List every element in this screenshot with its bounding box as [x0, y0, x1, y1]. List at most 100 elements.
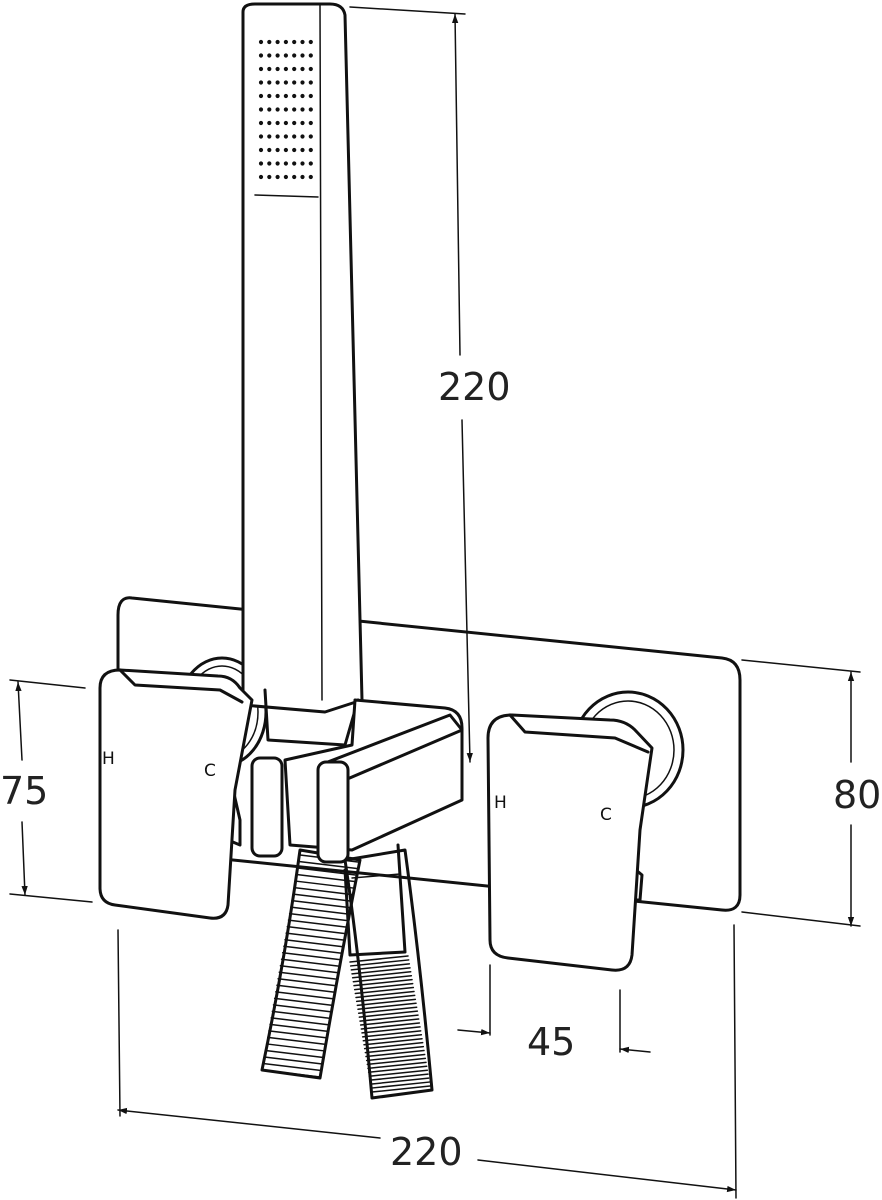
spray-nozzle — [283, 107, 288, 112]
hose-rib — [276, 984, 336, 994]
hose-rib — [352, 974, 413, 983]
spray-nozzle — [308, 174, 313, 180]
hose-rib — [278, 971, 339, 981]
spray-nozzle — [267, 120, 272, 126]
hose-rib — [287, 919, 348, 928]
spray-nozzle — [267, 134, 272, 139]
dimension-handle-height-label: 75 — [0, 769, 48, 813]
hose-rib — [368, 1069, 429, 1077]
spray-nozzle — [300, 66, 305, 72]
spray-nozzle — [283, 53, 288, 58]
hose-rib — [363, 1041, 424, 1050]
spray-nozzle — [308, 80, 313, 85]
spray-nozzle — [258, 66, 264, 72]
hose-rib — [350, 963, 411, 971]
hose-rib — [365, 1049, 425, 1058]
spray-nozzle — [283, 66, 288, 72]
spray-nozzle — [308, 120, 313, 126]
spray-nozzle — [292, 66, 297, 72]
spray-nozzle — [308, 93, 313, 99]
spray-nozzle — [267, 39, 272, 45]
spray-nozzle — [267, 161, 272, 166]
hose-rib — [269, 1023, 329, 1033]
hose-rib — [292, 893, 352, 902]
hose-rib — [361, 1026, 421, 1034]
hose-rib — [353, 982, 414, 991]
spray-nozzle — [258, 39, 264, 45]
spray-nozzle — [292, 120, 297, 126]
left-cold-mark: C — [204, 761, 216, 781]
spray-nozzle — [308, 161, 313, 166]
hand-shower — [241, 2, 364, 747]
hose-rib — [286, 925, 347, 935]
spray-nozzle — [258, 120, 264, 126]
spray-nozzle — [267, 107, 272, 112]
spray-nozzle — [283, 93, 288, 99]
hose-rib — [367, 1061, 427, 1070]
spray-nozzle — [275, 161, 280, 166]
hose-rib — [268, 1030, 328, 1039]
hose-rib — [349, 955, 409, 963]
hose-rib — [267, 1036, 327, 1046]
spray-nozzle — [267, 66, 272, 72]
spray-nozzle — [300, 134, 305, 139]
hose-rib — [363, 1037, 423, 1046]
hose-rib — [290, 906, 350, 915]
hose-rib — [359, 1018, 420, 1026]
spray-nozzle — [258, 174, 264, 180]
spray-nozzle — [308, 39, 313, 45]
hose-rib — [288, 912, 349, 922]
spray-nozzle — [267, 174, 272, 180]
hose-rib — [293, 886, 353, 896]
hose-rib — [262, 1062, 322, 1072]
spray-nozzle — [300, 53, 305, 58]
spray-nozzle — [300, 174, 305, 180]
hose-rib — [279, 965, 340, 974]
hose-rib — [284, 938, 344, 948]
hose-rib — [353, 978, 413, 987]
spray-nozzle — [283, 161, 288, 166]
hose-rib — [349, 959, 410, 967]
spray-nozzle — [283, 120, 288, 126]
spray-nozzle — [308, 53, 313, 58]
hose-rib — [365, 1053, 426, 1062]
hose-rib — [280, 958, 341, 967]
right-handle: H C — [486, 713, 654, 972]
hose-rib — [351, 967, 411, 975]
spray-nozzle — [258, 147, 264, 153]
hose-rib — [362, 1034, 423, 1042]
left-hot-mark: H — [102, 749, 115, 769]
spray-nozzle — [308, 107, 313, 112]
dimension-handle-height: 75 — [0, 679, 93, 903]
dimension-handshower-length: 220 — [349, 6, 511, 763]
hose-rib — [354, 986, 415, 995]
spray-nozzle — [300, 161, 305, 166]
hose-rib — [265, 1043, 326, 1052]
spray-nozzle — [267, 80, 272, 85]
spray-nozzle — [292, 161, 297, 166]
hose-rib — [361, 1030, 422, 1038]
spray-nozzle — [292, 80, 297, 85]
spray-nozzle — [275, 66, 280, 72]
hose-rib — [351, 971, 412, 979]
dimension-plate-height: 80 — [741, 659, 881, 927]
hose-rib — [281, 951, 342, 961]
hose-rib — [291, 899, 351, 909]
spray-nozzle — [300, 147, 305, 153]
hose-rib — [270, 1017, 330, 1026]
hose-rib — [355, 990, 415, 999]
dimension-handle-width-label: 45 — [527, 1020, 575, 1064]
shower-holder — [250, 698, 464, 957]
spray-nozzle — [292, 147, 297, 153]
spray-nozzle — [275, 147, 280, 153]
hose-rib — [369, 1077, 430, 1085]
hose-rib — [371, 1085, 431, 1093]
spray-nozzle — [275, 93, 280, 99]
dimension-plate-height-label: 80 — [833, 773, 881, 817]
hose-rib — [271, 1010, 332, 1020]
hose-rib — [272, 1004, 333, 1013]
spray-nozzle — [308, 66, 313, 72]
hose-rib — [357, 1006, 418, 1014]
hose-rib — [273, 997, 334, 1007]
